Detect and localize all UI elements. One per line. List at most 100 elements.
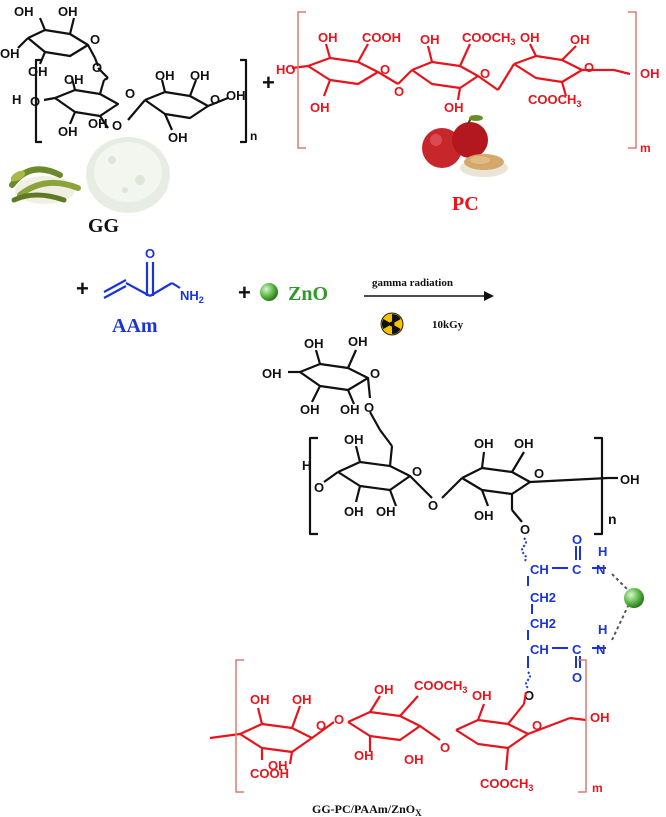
product-pc-oh: OH — [354, 748, 374, 763]
pc-brackets — [297, 11, 637, 149]
plus-sign: + — [76, 276, 89, 301]
product-pc-o: O — [334, 712, 344, 727]
zno-label: ZnO — [288, 283, 328, 305]
gg-o: O — [112, 118, 122, 133]
product-h: H — [302, 458, 311, 473]
aam-structure — [103, 262, 181, 299]
pc-oh: OH — [520, 30, 540, 45]
gg-oh: OH — [226, 88, 246, 103]
product-oh: OH — [304, 336, 324, 351]
gg-o: O — [125, 86, 135, 101]
gg-oh: OH — [64, 72, 84, 87]
gg-oh: OH — [155, 68, 175, 83]
gg-oh: OH — [190, 68, 210, 83]
product-gg-labels: OH OH OH O OH OH O OH O H O OH OH O OH O… — [262, 334, 640, 537]
product-pc-oh: OH — [404, 752, 424, 767]
radiation-trefoil-icon — [380, 312, 404, 336]
dose-label: 10kGy — [432, 319, 464, 331]
green-sphere-icon — [624, 588, 644, 608]
product-n-atom: N — [596, 642, 605, 657]
aam-labels: O NH2 — [145, 246, 204, 305]
gg-o: O — [92, 60, 102, 75]
apple-icon — [422, 115, 488, 168]
product-c: C — [572, 642, 582, 657]
aam-label: AAm — [112, 315, 158, 337]
powder-pile-icon — [86, 137, 170, 213]
pc-o: O — [480, 66, 490, 81]
product-o: O — [370, 366, 380, 381]
gg-oh: OH — [58, 4, 78, 19]
product-oh: OH — [300, 402, 320, 417]
product-pc-oh: OH — [374, 682, 394, 697]
product-ch: CH — [530, 642, 549, 657]
pc-oh: OH — [640, 66, 660, 81]
product-oh: OH — [620, 472, 640, 487]
product-o: O — [314, 480, 324, 495]
product-o: O — [534, 466, 544, 481]
product-o: O — [572, 532, 582, 547]
product-pc-oh: OH — [472, 688, 492, 703]
product-n-atom: N — [596, 562, 605, 577]
product-paam-labels: CH C O H N CH2 CH C N H O CH2 O — [524, 532, 607, 703]
product-paam-structure — [521, 537, 629, 689]
product-nh-h: H — [598, 544, 607, 559]
product-oh: OH — [514, 436, 534, 451]
gg-labels: OH OH OH OH O O OH O H O OH OH O OH OH O… — [0, 4, 257, 145]
product-ch2: CH2 — [530, 590, 556, 605]
pc-ho: HO — [276, 62, 296, 77]
product-pc-o: O — [440, 740, 450, 755]
product-oh: OH — [340, 402, 360, 417]
pc-o: O — [380, 62, 390, 77]
svg-text:COOCH3: COOCH3 — [528, 92, 581, 109]
product-pc-oh: OH — [250, 692, 270, 707]
product-pc-cooch3-bottom: COOCH3 — [480, 776, 533, 793]
condition-label: gamma radiation — [372, 277, 453, 289]
product-n: n — [608, 511, 617, 527]
svg-text:COOCH3: COOCH3 — [414, 678, 467, 695]
gg-oh: OH — [0, 46, 20, 61]
plus-sign: + — [238, 280, 251, 305]
svg-text:GG-PC/PAAm/ZnOX: GG-PC/PAAm/ZnOX — [312, 802, 422, 817]
product-pc-oh: OH — [590, 710, 610, 725]
pc-o: O — [394, 84, 404, 99]
product-oh: OH — [344, 432, 364, 447]
product-pc-cooh: COOH — [250, 766, 289, 781]
product-c: C — [572, 562, 582, 577]
svg-text:NH2: NH2 — [180, 288, 204, 305]
pc-m: m — [640, 141, 651, 155]
pc-labels: HO OH COOH O OH O OH COOCH3 O OH OH OH O… — [276, 30, 660, 155]
gg-structure — [17, 17, 248, 144]
product-o: O — [364, 400, 374, 415]
svg-text:COOCH3: COOCH3 — [462, 30, 515, 47]
gg-label: GG — [88, 215, 120, 237]
product-nh-h: H — [598, 622, 607, 637]
pc-oh: OH — [570, 32, 590, 47]
gg-o: O — [210, 92, 220, 107]
product-pc-oh: OH — [268, 758, 288, 773]
gg-o: O — [30, 94, 40, 109]
product-oh: OH — [474, 436, 494, 451]
product-o: O — [412, 464, 422, 479]
svg-text:COOCH3: COOCH3 — [480, 776, 533, 793]
product-oh: OH — [474, 508, 494, 523]
product-o: O — [428, 498, 438, 513]
gg-oh: OH — [28, 64, 48, 79]
gg-oh: OH — [14, 4, 34, 19]
product-pc-brackets — [235, 659, 587, 793]
gg-oh: OH — [58, 124, 78, 139]
gg-oh: OH — [88, 116, 108, 131]
product-pc-structure — [209, 691, 587, 771]
product-o: O — [524, 688, 534, 703]
powder-bowl-icon — [460, 154, 508, 177]
pc-label: PC — [452, 193, 479, 215]
product-gg-structure — [288, 349, 618, 536]
aam-o: O — [145, 246, 155, 261]
green-sphere-icon — [260, 283, 278, 301]
product-pc-cooch3-top: COOCH3 — [414, 678, 467, 695]
product-pc-labels: OH OH O OH COOH O OH COOCH3 OH OH O OH O… — [250, 678, 610, 795]
product-oh: OH — [344, 504, 364, 519]
product-oh: OH — [376, 504, 396, 519]
product-m: m — [592, 781, 603, 795]
product-oh: OH — [262, 366, 282, 381]
